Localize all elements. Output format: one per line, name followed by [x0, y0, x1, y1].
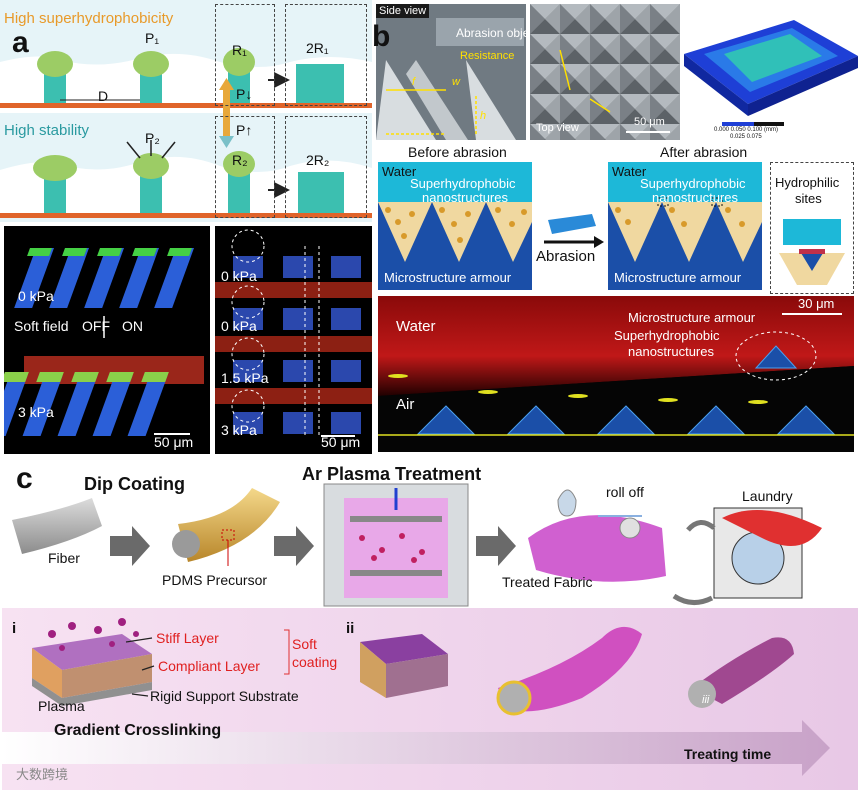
fl-water: Water: [396, 318, 435, 335]
abrasion-label: Abrasion: [536, 248, 595, 265]
panel-b-side-view: Side view Abrasion object Resistance f w…: [376, 4, 526, 140]
after-armour: Microstructure armour: [614, 270, 741, 285]
fl-superhydro: Superhydrophobic: [614, 328, 720, 343]
colorbar-ticks: 0.000 0.050 0.100 (mm): [714, 127, 778, 133]
w-label: w: [452, 76, 460, 88]
dip-coating: Dip Coating: [84, 474, 185, 495]
panel-b-3d-map: 0.000 0.050 0.100 (mm) 0.025 0.075: [684, 4, 858, 140]
top-view-label: Top view: [536, 122, 579, 134]
hydrophilic-label: Hydrophilic: [775, 175, 839, 190]
resistance-label: Resistance: [460, 50, 514, 62]
sub-i-label: i: [12, 620, 16, 637]
right-label-2: 0 kPa: [221, 318, 257, 334]
after-superhydro: Superhydrophobic: [640, 176, 746, 191]
compliant-layer: Compliant Layer: [158, 658, 260, 674]
panel-c-drawing: [2, 458, 858, 790]
hydrophilic-inset: Hydrophilic sites: [770, 162, 854, 294]
panel-b-letter: b: [372, 20, 390, 54]
plasma-label: Plasma: [38, 698, 85, 714]
sub-ii-label: ii: [346, 620, 354, 637]
before-nano: nanostructures: [422, 190, 508, 205]
sem-scale: 50 μm: [634, 116, 665, 128]
panel-a-letter: a: [12, 26, 29, 60]
right-image-drawing: [215, 226, 372, 454]
panel-c-letter: c: [16, 462, 33, 496]
before-superhydro: Superhydrophobic: [410, 176, 516, 191]
side-view-drawing: [376, 4, 526, 140]
2r1-label: 2R₁: [306, 40, 329, 56]
left-0kpa: 0 kPa: [18, 288, 54, 304]
gradient-label: Gradient Crosslinking: [54, 722, 221, 740]
colorbar-ticks-2: 0.025 0.075: [730, 134, 762, 140]
sub-iii-label: iii: [702, 694, 709, 706]
fiber-label: Fiber: [48, 550, 80, 566]
abrasion-arrow: Abrasion: [534, 190, 606, 280]
rigid-substrate-label: Rigid Support Substrate: [150, 688, 299, 704]
treating-time-label: Treating time: [684, 746, 771, 762]
after-abrasion: After abrasion: [660, 144, 747, 160]
watermark: 大数跨境: [16, 764, 68, 783]
right-scale: 50 μm: [321, 434, 360, 450]
fluorescence-drawing: [378, 296, 854, 452]
h-label: h: [480, 110, 486, 122]
before-abrasion: Before abrasion: [408, 144, 507, 160]
stiff-layer: Stiff Layer: [156, 630, 219, 646]
panel-a-schematic: High superhydrophobicity a High stabilit…: [0, 0, 372, 222]
height-map-drawing: [684, 4, 858, 140]
sites-label: sites: [795, 191, 822, 206]
ar-plasma: Ar Plasma Treatment: [302, 464, 481, 485]
laundry-label: Laundry: [742, 488, 793, 504]
bottom-title: High stability: [4, 122, 89, 139]
right-label-3: 1.5 kPa: [221, 370, 268, 386]
left-scale: 50 μm: [154, 434, 193, 450]
r1-label: R₁: [232, 42, 247, 58]
soft-label: Soft: [292, 636, 317, 652]
right-label-1: 0 kPa: [221, 268, 257, 284]
roll-off-label: roll off: [606, 484, 644, 500]
fl-scale: 30 μm: [798, 296, 834, 311]
p1-label: P₁: [145, 30, 159, 46]
on-label: ON: [122, 318, 143, 334]
side-view-label: Side view: [376, 4, 429, 18]
after-nano: nanostructures: [652, 190, 738, 205]
fl-nano: nanostructures: [628, 344, 714, 359]
p-down-label: P↓: [236, 86, 252, 102]
fl-armour: Microstructure armour: [628, 310, 755, 325]
before-armour: Microstructure armour: [384, 270, 511, 285]
panel-b-top-view: Top view 50 μm: [530, 4, 680, 140]
panel-b-fluorescence: Water Air Microstructure armour Superhyd…: [378, 296, 854, 452]
fl-air: Air: [396, 396, 414, 413]
panel-c: c Dip Coating Ar Plasma Treatment Fiber …: [2, 458, 858, 790]
after-schematic: Water Superhydrophobic nanostructures Mi…: [608, 162, 762, 290]
top-title: High superhydrophobicity: [4, 10, 173, 27]
p2-label: P₂: [145, 130, 160, 146]
off-label: OFF: [82, 318, 110, 334]
f-label: f: [412, 76, 415, 88]
abrasion-object-label: Abrasion object: [456, 26, 526, 40]
left-3kpa: 3 kPa: [18, 404, 54, 420]
soft-field-label: Soft field: [14, 318, 68, 334]
d-label: D: [98, 88, 108, 104]
right-label-4: 3 kPa: [221, 422, 257, 438]
p-up-label: P↑: [236, 122, 252, 138]
2r2-label: 2R₂: [306, 152, 329, 168]
panel-a-image-right: 0 kPa 0 kPa 1.5 kPa 3 kPa 50 μm: [215, 226, 372, 454]
abrasion-arrow-drawing: [534, 190, 606, 280]
panel-a-image-left: 0 kPa Soft field OFF ON 3 kPa 50 μm: [4, 226, 210, 454]
before-schematic: Water Superhydrophobic nanostructures Mi…: [378, 162, 532, 290]
pdms-label: PDMS Precursor: [162, 572, 267, 588]
treated-fabric-label: Treated Fabric: [502, 574, 593, 590]
r2-label: R₂: [232, 152, 248, 168]
coating-label: coating: [292, 654, 337, 670]
